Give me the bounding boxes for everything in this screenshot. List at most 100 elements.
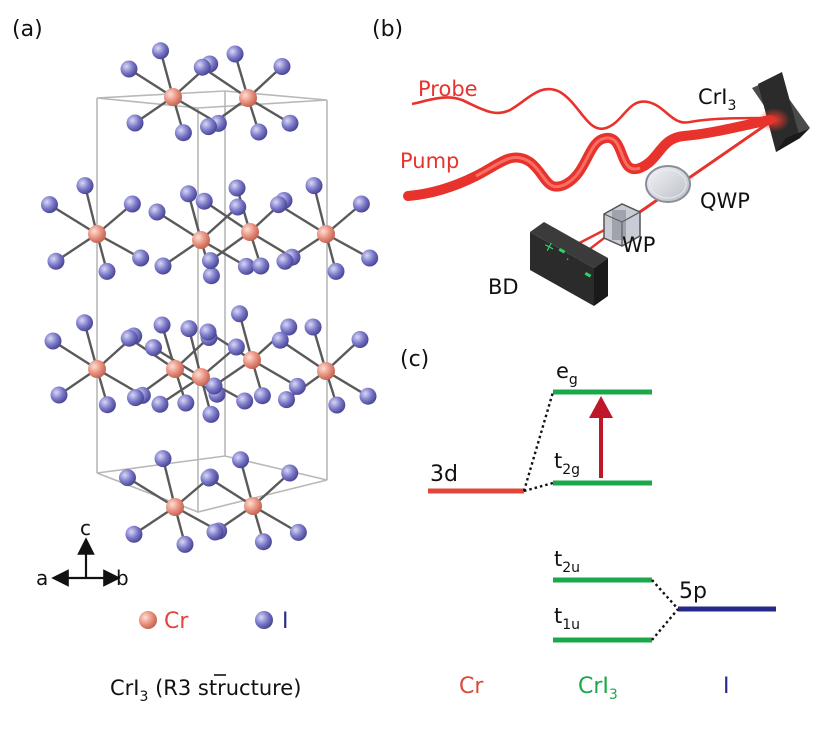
legend-cr-label: Cr (164, 609, 189, 634)
i-atom (271, 331, 289, 349)
i-atom (281, 114, 299, 132)
cr-atom (166, 360, 184, 378)
probe-label: Probe (418, 77, 478, 101)
i-atom (154, 257, 172, 275)
legend-i-atom (255, 611, 273, 629)
i-atom (201, 252, 219, 270)
i-atom (76, 314, 94, 332)
i-atom (277, 391, 295, 409)
sample-cri3 (752, 72, 810, 152)
cr-atom (241, 223, 259, 241)
caption-formula: CrI (110, 676, 140, 700)
i-atom (118, 469, 136, 487)
i-atom (361, 249, 379, 267)
i-atom (126, 389, 144, 407)
i-atom (352, 195, 370, 213)
energy-levels (428, 389, 776, 643)
cr-atom (317, 362, 335, 380)
pump-label: Pump (400, 149, 459, 173)
i-atom (195, 192, 213, 210)
i-atom (50, 386, 68, 404)
cr-i-bond (279, 339, 327, 372)
i-atom (289, 523, 307, 541)
legend-i-label: I (282, 609, 289, 634)
i-atom (98, 262, 116, 280)
caption-structure: (R3 structure) (148, 676, 301, 700)
i-atom (180, 185, 198, 203)
i-atom (281, 464, 299, 482)
axis-b-label: b (116, 566, 129, 590)
i-atom (200, 469, 218, 487)
i-atom (269, 196, 287, 214)
i-atom (132, 249, 150, 267)
i-atom (351, 331, 369, 348)
i-atom (202, 267, 220, 285)
label-t1u: t1u (554, 604, 580, 633)
cr-atom (239, 89, 257, 107)
i-atom (176, 535, 194, 553)
i-atom (305, 177, 323, 195)
crystal-structure (40, 42, 379, 553)
qwp-optic (645, 165, 691, 203)
axis-indicator (51, 537, 121, 587)
i-atom (229, 198, 247, 216)
i-atom (228, 179, 246, 197)
panel-a-label: (a) (12, 17, 43, 42)
label-t2g: t2g (554, 449, 580, 478)
i-atom (148, 203, 166, 221)
caption-formula-sub: 3 (140, 689, 149, 705)
svg-text:·: · (563, 252, 573, 266)
i-atom (236, 392, 254, 410)
bd-detector: + · (530, 222, 608, 306)
cr-i-bond (203, 200, 251, 233)
panel-b-label: (b) (372, 17, 403, 42)
label-3d: 3d (430, 462, 458, 487)
qwp-label: QWP (700, 189, 750, 213)
i-atom (126, 114, 144, 132)
label-eg: eg (556, 359, 578, 388)
i-atom (180, 320, 198, 338)
wp-label: WP (622, 233, 655, 257)
panel-c-label: (c) (400, 347, 429, 372)
i-atom (151, 395, 169, 413)
i-atom (144, 339, 162, 357)
unit-cell (96, 90, 328, 513)
cr-atom (166, 498, 184, 516)
i-atom (202, 405, 220, 423)
i-atom (205, 377, 223, 395)
wp-optic (603, 203, 641, 247)
i-atom (174, 124, 192, 142)
i-atom (328, 396, 346, 414)
cr-atom (164, 88, 182, 106)
i-atom (250, 123, 268, 141)
i-atom (276, 252, 294, 270)
i-atom (177, 394, 195, 412)
cr-atom (192, 231, 210, 249)
i-atom (227, 338, 245, 356)
legend-cr-atom (139, 611, 157, 629)
axis-a-label: a (36, 566, 48, 590)
cr-atom (317, 225, 335, 243)
i-atom (237, 257, 255, 275)
i-atom (288, 377, 306, 395)
cr-i-bond (126, 476, 176, 509)
cr-atom (243, 351, 261, 369)
cr-i-bond (277, 203, 327, 236)
i-atom (199, 118, 217, 136)
i-atom (120, 60, 138, 78)
label-t2u: t2u (554, 547, 580, 576)
i-atom (47, 252, 65, 270)
i-atom (252, 257, 270, 275)
label-5p: 5p (679, 579, 707, 604)
i-atom (206, 523, 224, 541)
bd-label: BD (488, 275, 519, 299)
i-atom (280, 318, 298, 336)
i-atom (253, 387, 271, 405)
i-atom (76, 177, 94, 195)
column-cri3: CrI3 (578, 674, 618, 703)
i-atom (154, 450, 172, 468)
correlation-lines (522, 391, 679, 641)
i-atom (226, 45, 244, 63)
i-atom (98, 396, 116, 414)
